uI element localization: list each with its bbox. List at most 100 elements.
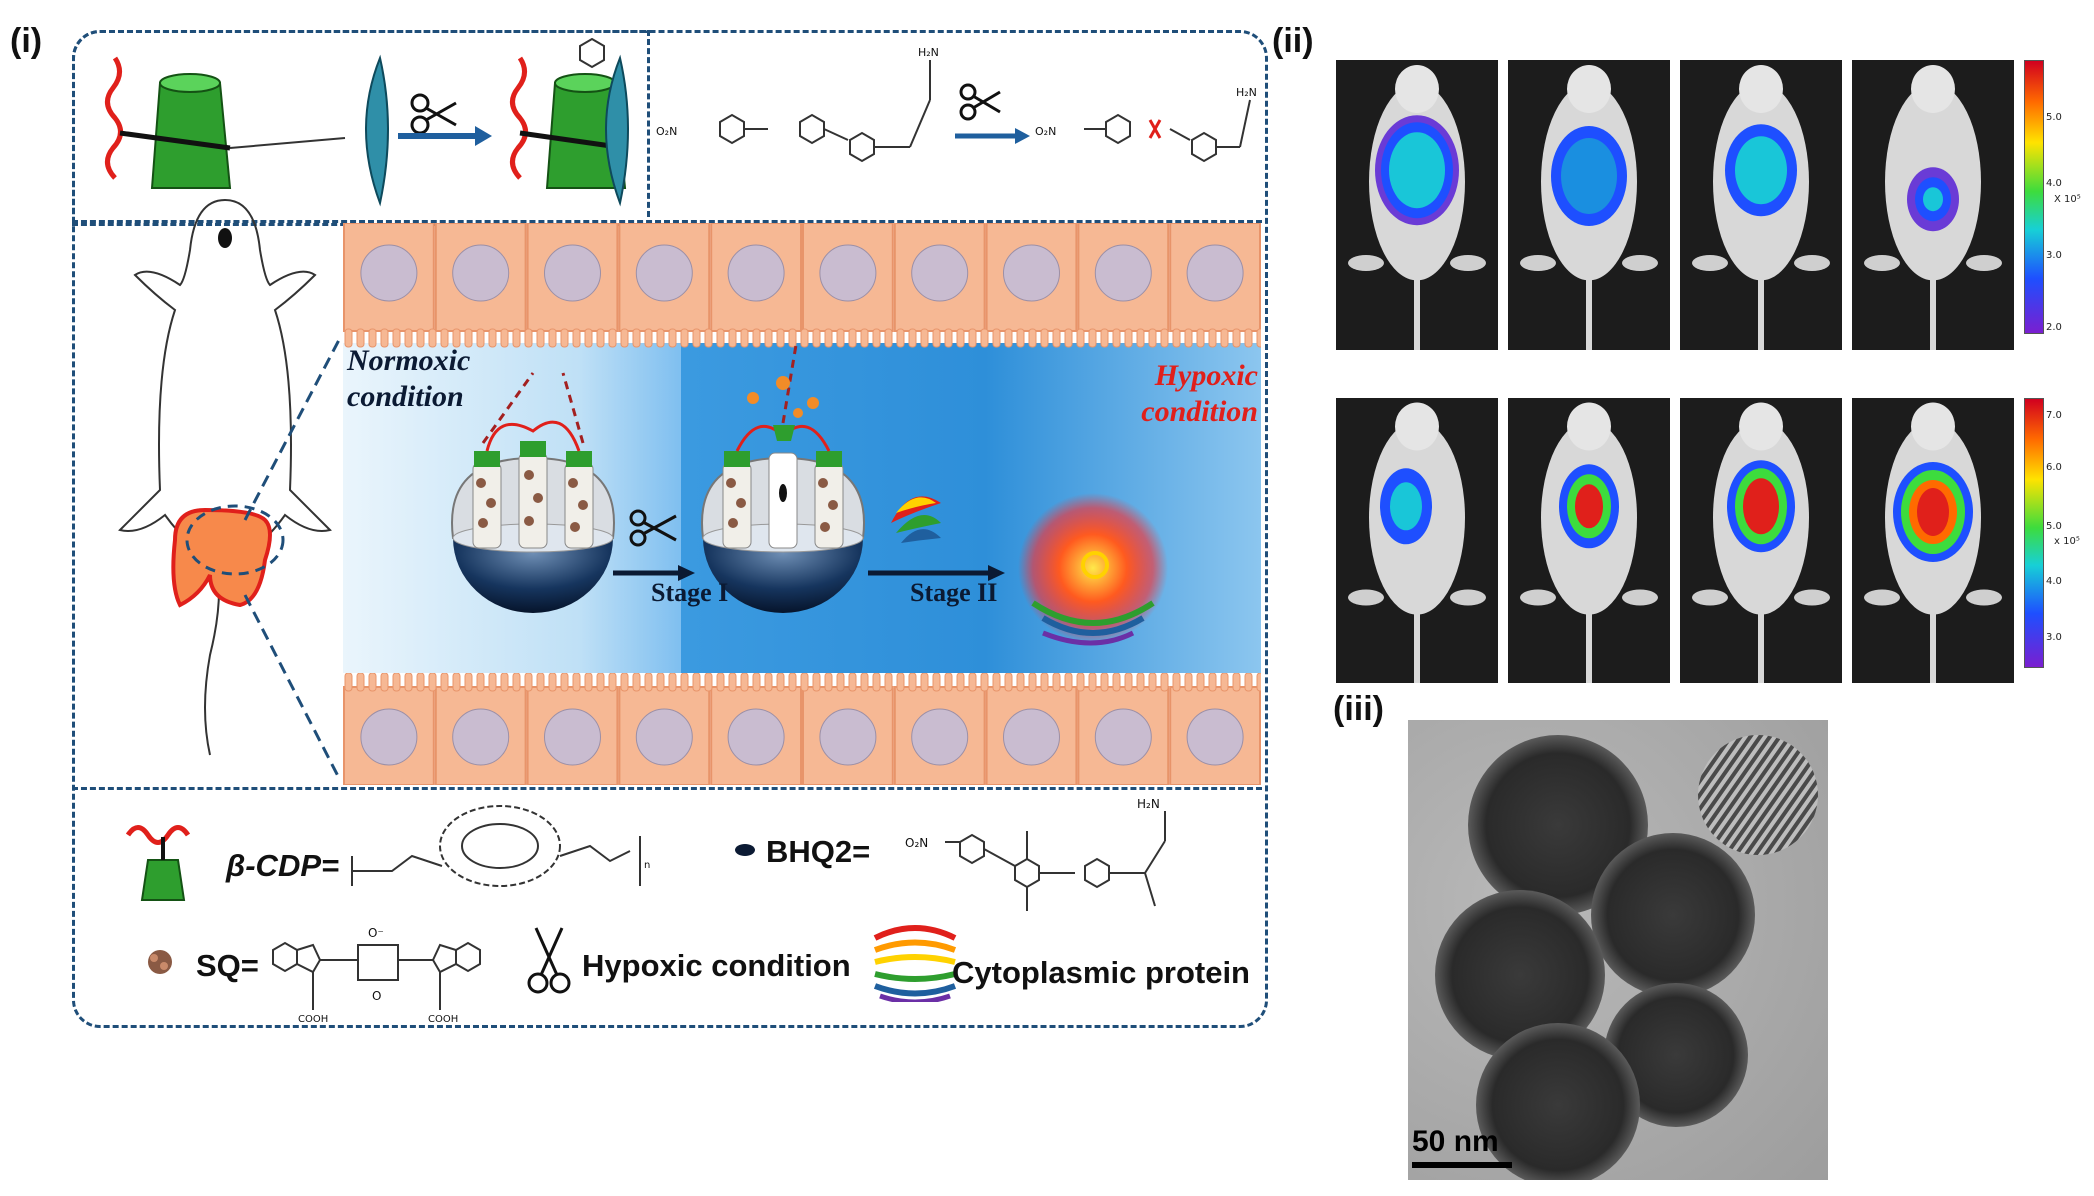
scissors-icon [527, 927, 571, 994]
cyclodextrin-cup-left [150, 82, 232, 189]
bhq2-symbol [735, 844, 755, 856]
mouse-silhouette [1692, 65, 1830, 350]
mouse-silhouette [1864, 402, 2002, 683]
epithelial-cell [618, 686, 711, 785]
scissors-icon-top [410, 93, 457, 135]
legend-hypoxic-label: Hypoxic condition [582, 948, 851, 983]
epithelial-cell [434, 686, 527, 785]
mouse-image [1336, 60, 1498, 350]
nanoparticle-process [451, 343, 1168, 646]
protein-ribbon-icon [873, 925, 957, 1002]
scissors-icon-azo [959, 83, 1001, 121]
bar2-tick-1: 7.0 [2046, 410, 2062, 421]
sq-symbol [148, 950, 172, 974]
polymer-chain-right [510, 56, 528, 180]
mouse-image [1508, 60, 1670, 350]
nanoparticle-stage-1 [701, 343, 865, 613]
mouse-outline-illustration [118, 199, 332, 756]
legend-protein-label: Cytoplasmic protein [952, 955, 1250, 990]
nitro-label-left: O₂N [656, 125, 677, 138]
epithelial-cell [526, 686, 619, 785]
tem-particle-2 [1591, 833, 1755, 997]
panel-label-i: (i) [10, 22, 43, 60]
mouse-image [1680, 60, 1842, 350]
mouse-image [1680, 398, 1842, 683]
fluorescent-protein [1018, 493, 1168, 646]
mouse-silhouette [1348, 402, 1486, 683]
amine-label-right: H₂N [1236, 86, 1257, 99]
leaf-right-edge [605, 54, 629, 207]
epithelial-cell [1169, 686, 1261, 785]
bhq2-nitro-label: O₂N [905, 836, 928, 850]
epithelial-cell [985, 686, 1078, 785]
imaging-row-2 [1336, 398, 2016, 683]
legend-divider [72, 787, 1262, 790]
mouse-silhouette [1692, 402, 1830, 683]
hypoxic-line-2: condition [1141, 395, 1258, 428]
aniline-ring [579, 38, 605, 69]
epithelial-cell [526, 223, 619, 332]
epithelial-cells-top [343, 223, 1261, 348]
normoxic-caption: Normoxic condition [347, 343, 470, 415]
bar2-unit: x 10⁵ [2054, 536, 2080, 547]
mouse-silhouette [1520, 402, 1658, 683]
epithelial-cell [1077, 686, 1170, 785]
intestine-scene: Normoxic condition Hypoxic condition [343, 223, 1261, 785]
sq-structure: O⁻ O COOH COOH [272, 926, 481, 1025]
epithelial-cell [434, 223, 527, 332]
nitro-label-right: O₂N [1035, 125, 1056, 138]
legend-bcdp-label: β-CDP= [226, 848, 340, 883]
bar1-tick-4: 2.0 [2046, 322, 2062, 333]
epithelial-cell [1077, 223, 1170, 332]
scheme-outer-frame [72, 30, 1268, 1028]
bar1-unit: X 10⁵ [2054, 194, 2081, 205]
mouse-silhouette [1348, 65, 1486, 350]
leaf-left [365, 54, 389, 207]
mouse-silhouette [1864, 65, 2002, 350]
mouse-image [1508, 398, 1670, 683]
tem-scale-label: 50 nm [1412, 1125, 1499, 1158]
normoxic-line-2: condition [347, 380, 464, 413]
colorbar-1: 5.0 4.0 X 10⁵ 3.0 2.0 [2024, 60, 2086, 334]
tem-particle-3 [1435, 890, 1605, 1060]
mouse-image [1336, 398, 1498, 683]
nanoparticle-normoxic [451, 372, 615, 613]
stage-2-label: Stage II [910, 578, 998, 607]
sq-o-label: O [372, 989, 381, 1003]
bar2-tick-3: 5.0 [2046, 521, 2062, 532]
bcdp-symbol [125, 825, 191, 901]
stage-1-arrow [613, 509, 695, 581]
epithelial-cell [985, 223, 1078, 332]
epithelial-cell [343, 686, 435, 785]
mouse-silhouette [1520, 65, 1658, 350]
zoom-guide-lines [243, 337, 342, 781]
epithelial-cell [893, 686, 986, 785]
tem-particle-5 [1476, 1023, 1640, 1180]
cleavage-scheme-left [105, 38, 627, 207]
polymer-chain-left [105, 56, 123, 180]
hypoxic-caption: Hypoxic condition [1113, 358, 1258, 430]
normoxic-line-1: Normoxic [347, 344, 471, 377]
epithelial-cell [1169, 223, 1261, 332]
tem-particle-1 [1468, 735, 1648, 915]
epithelial-cell [343, 223, 435, 332]
stage-2-arrow [868, 496, 1005, 581]
amine-label-left: H₂N [918, 46, 939, 59]
bhq2-structure: O₂N H₂N [905, 797, 1166, 911]
imaging-row-1 [1336, 60, 2016, 350]
tem-image: 50 nm [1408, 720, 1828, 1180]
bar1-tick-2: 4.0 [2046, 178, 2062, 189]
stage-1-label: Stage I [651, 578, 729, 607]
epithelial-cell [618, 223, 711, 332]
top-divider [72, 220, 1262, 223]
bar2-tick-4: 4.0 [2046, 576, 2062, 587]
legend-sq-label: SQ= [196, 948, 259, 983]
mouse-image [1852, 60, 2014, 350]
azo-cleavage-scheme: O₂N O₂N H₂N H₂N [656, 46, 1257, 163]
epithelial-cell [710, 686, 803, 785]
bar1-tick-3: 3.0 [2046, 250, 2062, 261]
bhq2-amine-label: H₂N [1137, 797, 1160, 811]
bcdp-structure: n [351, 805, 650, 887]
colorbar-2: 7.0 6.0 5.0 x 10⁵ 4.0 3.0 [2024, 398, 2086, 668]
bar1-tick-1: 5.0 [2046, 112, 2062, 123]
